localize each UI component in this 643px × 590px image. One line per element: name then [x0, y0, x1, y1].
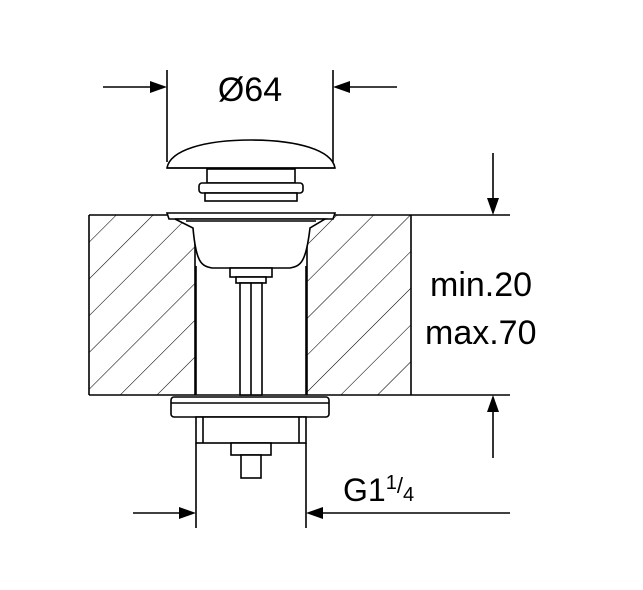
diameter-label: Ø64 — [218, 71, 282, 109]
thickness-min-label: min.20 — [430, 266, 532, 304]
diameter-dimension — [103, 70, 397, 162]
cap-stem-ring-3 — [204, 192, 298, 202]
drain-cup — [174, 218, 328, 269]
cap-stem-ring-1 — [206, 168, 296, 184]
cap-stem-ring-2 — [198, 182, 304, 194]
bottom-pin-neck — [230, 442, 272, 456]
thickness-arrow-bottom — [487, 395, 499, 412]
drain-flange — [165, 212, 337, 220]
thickness-max-label: max.70 — [425, 314, 537, 352]
rod-connector — [229, 267, 273, 278]
thread-arrow-left — [179, 507, 196, 519]
thread-numerator: 1 — [386, 472, 397, 494]
diameter-arrow-left — [150, 81, 167, 93]
threaded-section — [195, 416, 307, 444]
drain-cap — [166, 139, 336, 169]
thickness-arrow-top — [487, 198, 499, 215]
thread-arrow-right — [306, 507, 323, 519]
thread-label: G11/4 — [343, 472, 414, 508]
thread-dimension — [133, 443, 510, 528]
rod-connector-lower — [235, 276, 267, 284]
bottom-washer — [170, 396, 330, 418]
countertop-right-hatch — [307, 215, 411, 395]
countertop-left-hatch — [89, 215, 195, 395]
thread-denominator: 4 — [403, 484, 414, 506]
diameter-arrow-right — [333, 81, 350, 93]
thread-slash: / — [397, 473, 404, 498]
bottom-pin — [240, 454, 262, 479]
thickness-dimension — [487, 153, 499, 458]
thread-prefix: G1 — [343, 472, 386, 508]
drain-body — [165, 139, 337, 479]
